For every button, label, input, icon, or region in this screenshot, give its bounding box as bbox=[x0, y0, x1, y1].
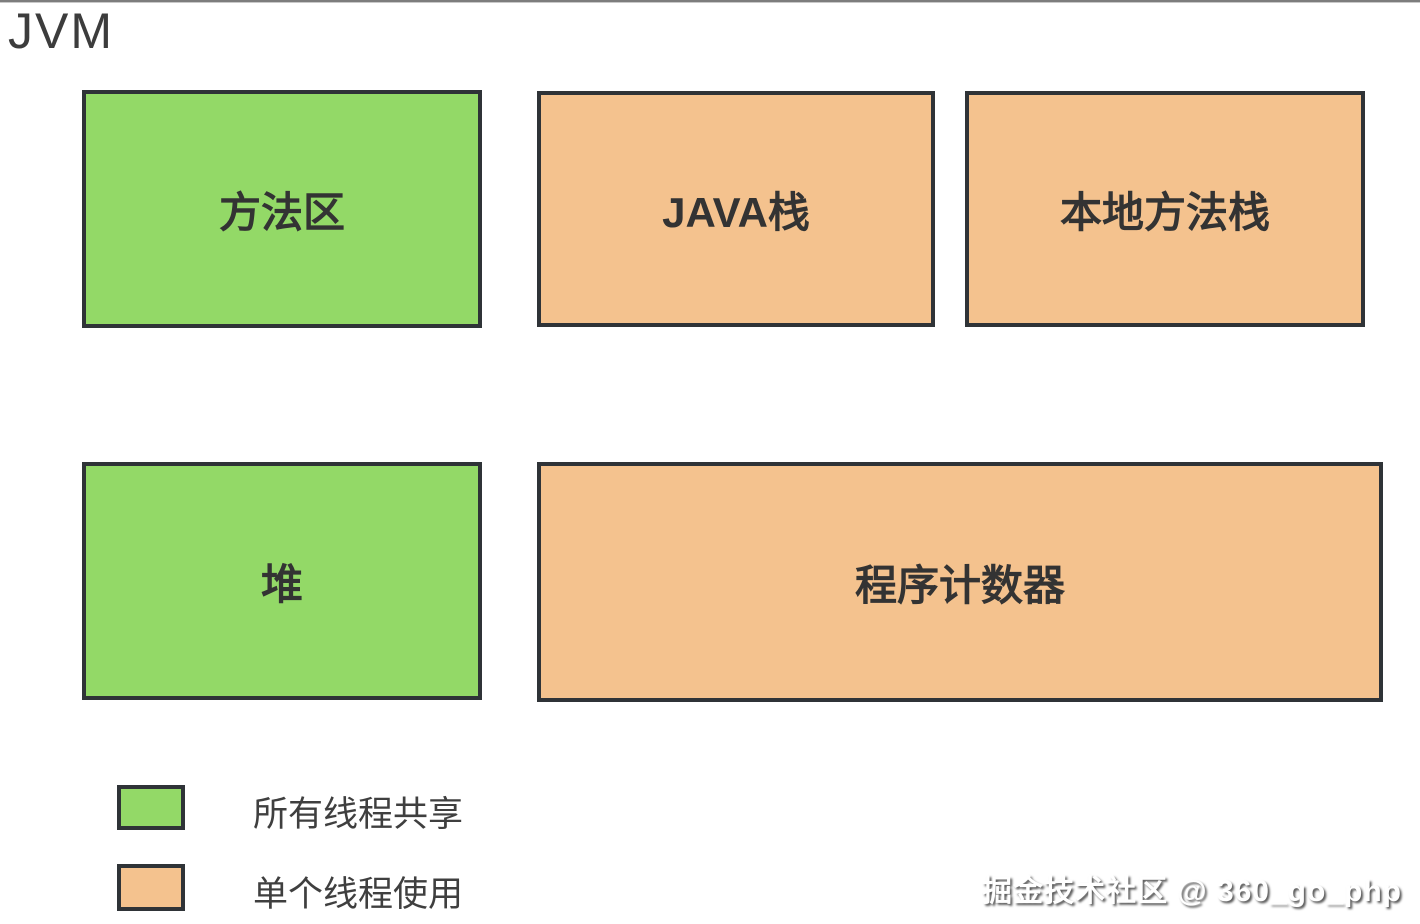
box-native-method-stack-label: 本地方法栈 bbox=[1059, 188, 1270, 236]
box-heap-label: 堆 bbox=[260, 560, 303, 608]
box-native-method-stack: 本地方法栈 bbox=[965, 91, 1365, 327]
box-java-stack-label: JAVA栈 bbox=[662, 188, 810, 236]
box-program-counter: 程序计数器 bbox=[537, 462, 1383, 702]
legend-swatch-single bbox=[117, 864, 185, 911]
top-edge-line bbox=[0, 0, 1420, 3]
box-method-area: 方法区 bbox=[82, 90, 482, 328]
legend-swatch-shared bbox=[117, 785, 185, 830]
legend-label-single: 单个线程使用 bbox=[253, 875, 464, 914]
page-title: JVM bbox=[8, 3, 114, 59]
watermark: 掘金技术社区 @ 360_go_php bbox=[982, 875, 1402, 908]
legend-label-shared: 所有线程共享 bbox=[253, 795, 464, 834]
box-method-area-label: 方法区 bbox=[218, 188, 345, 236]
box-java-stack: JAVA栈 bbox=[537, 91, 935, 327]
box-program-counter-label: 程序计数器 bbox=[854, 561, 1065, 609]
box-heap: 堆 bbox=[82, 462, 482, 700]
